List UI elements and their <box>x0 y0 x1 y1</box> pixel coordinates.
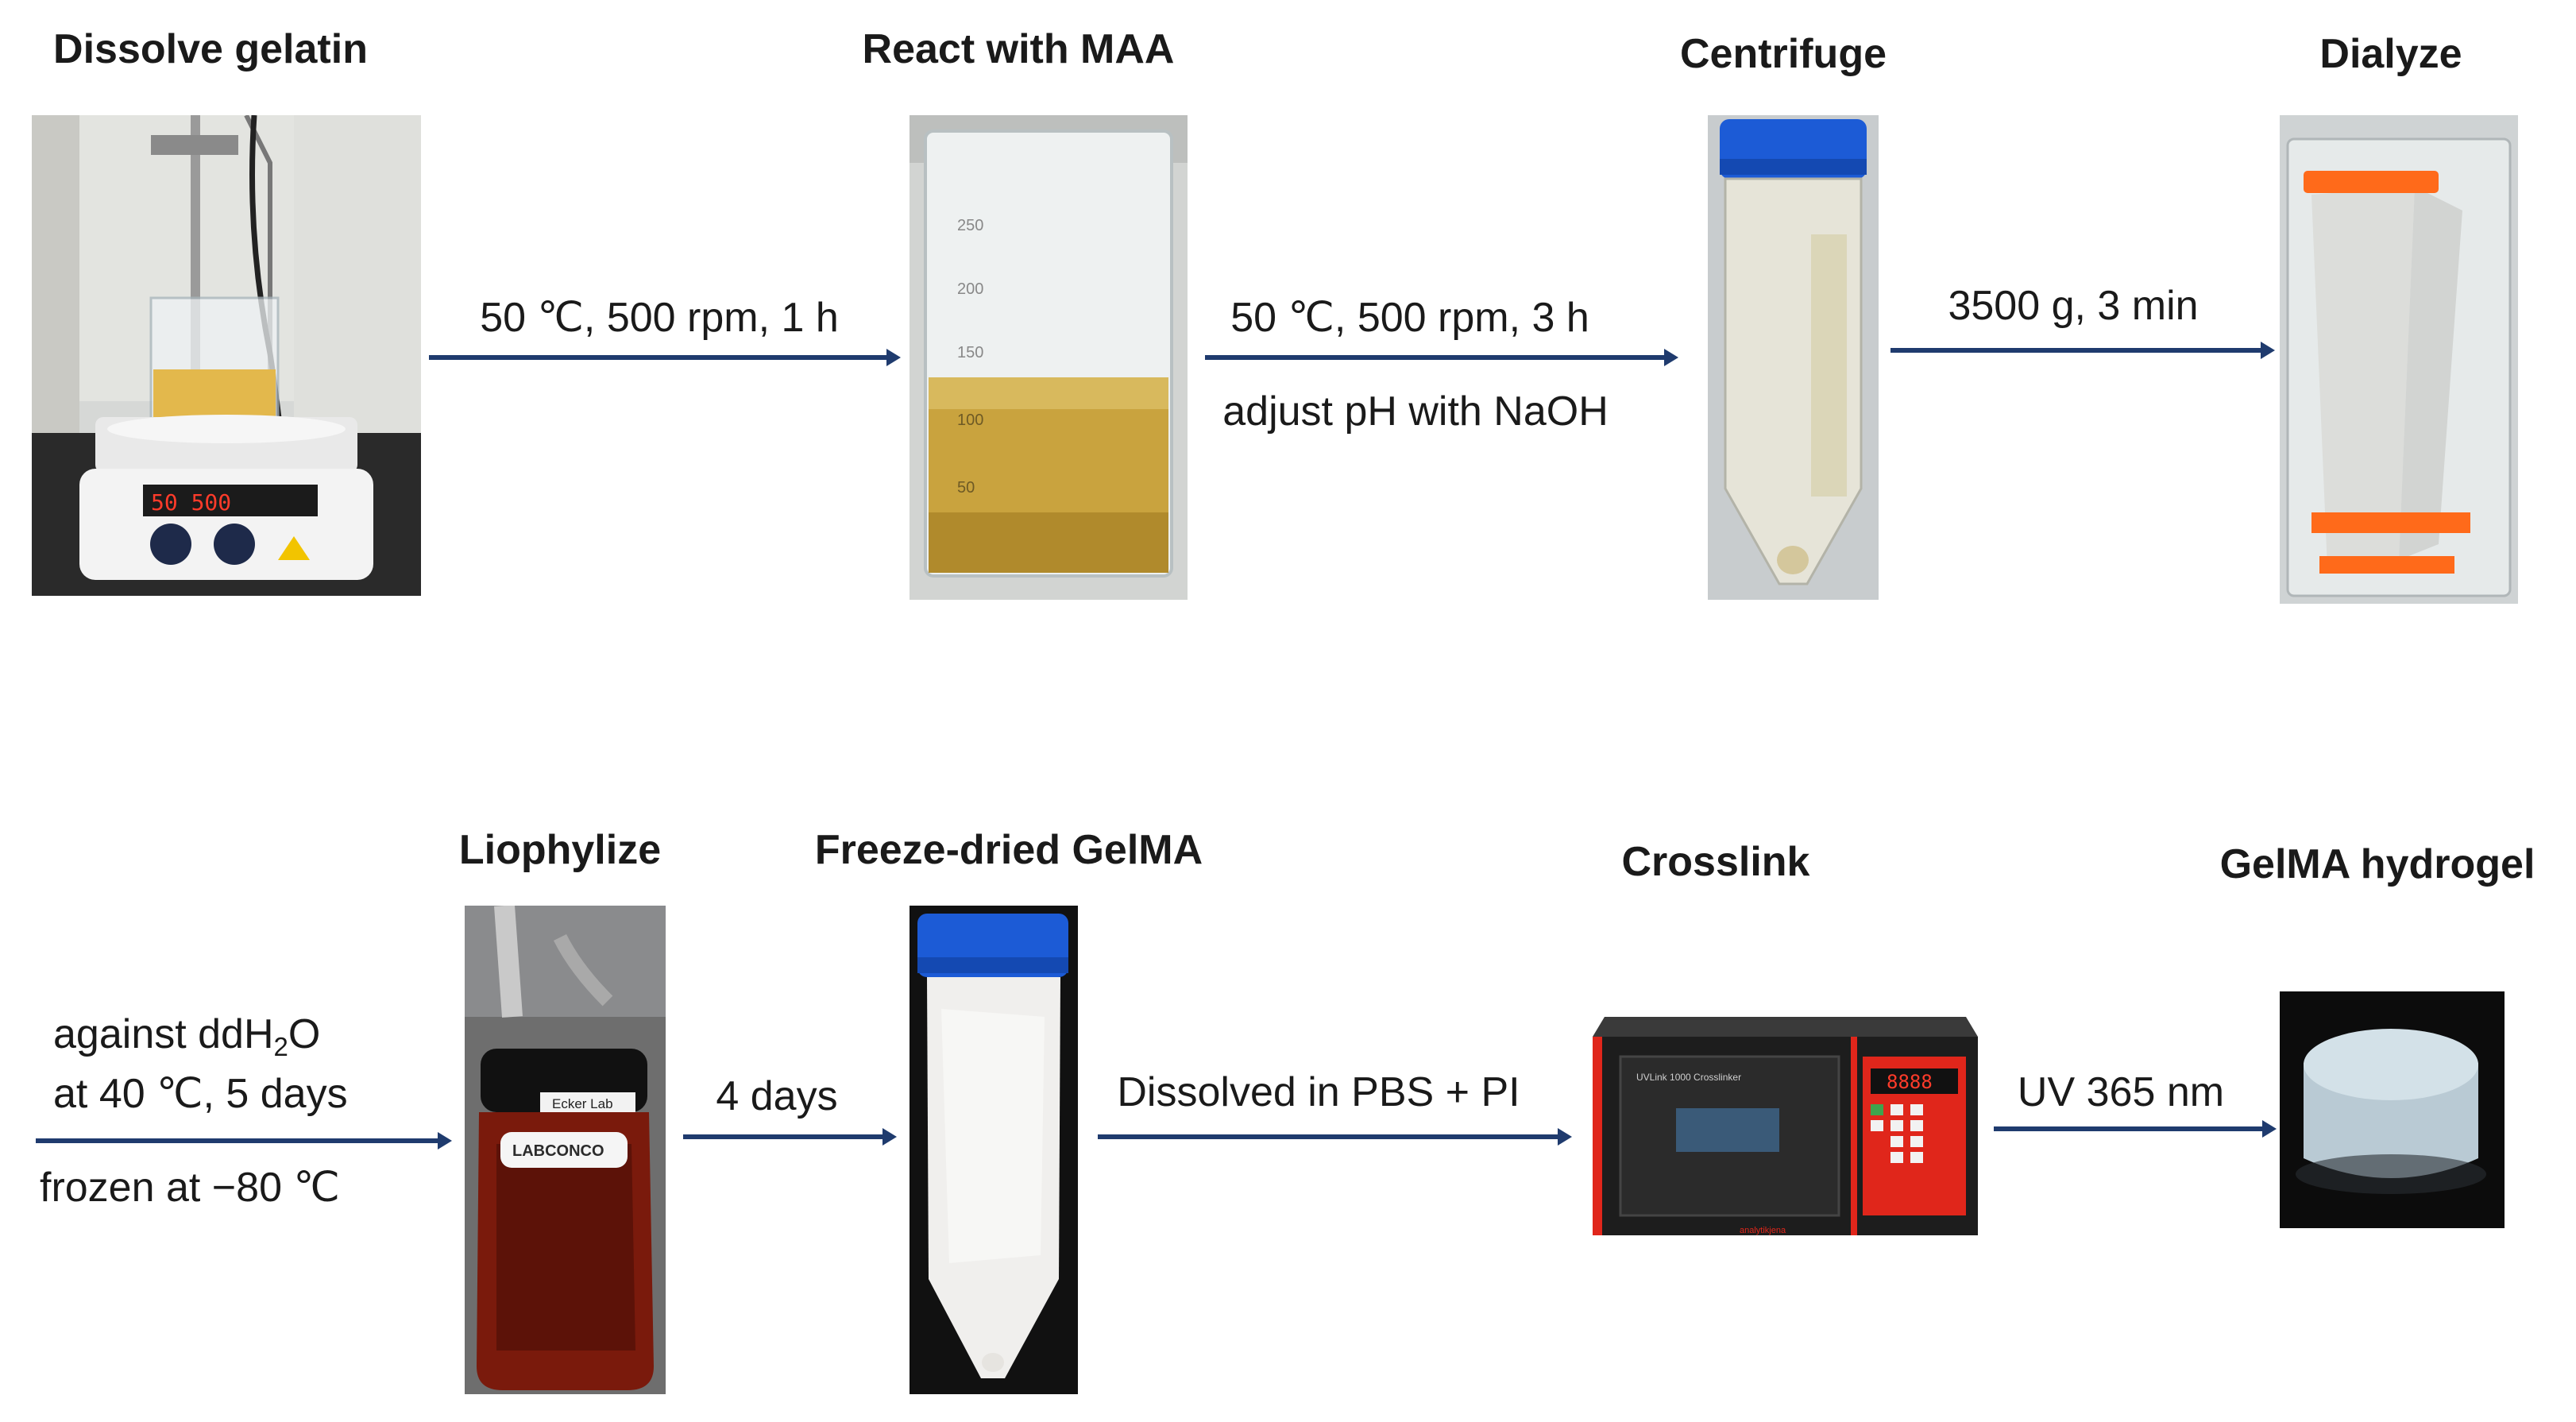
arrow-4-condition: 4 days <box>716 1073 838 1119</box>
arrow-liophylize-to-freeze-dried <box>683 1128 897 1146</box>
svg-text:150: 150 <box>957 344 983 361</box>
arrow-3-condition: 3500 g, 3 min <box>1948 283 2199 329</box>
svg-text:100: 100 <box>957 412 983 429</box>
lead-arrow-line2: at 40 ℃, 5 days <box>53 1071 348 1117</box>
arrow-centrifuge-to-dialyze <box>1890 342 2275 359</box>
step-title-liophylize: Liophylize <box>458 827 662 873</box>
freeze-dried-tube-photo <box>910 906 1078 1394</box>
stirrer-display-text: 50 500 <box>151 489 231 516</box>
arrow-1-condition: 50 ℃, 500 rpm, 1 h <box>480 295 839 341</box>
uv-crosslinker-photo: UVLink 1000 Crosslinker 8888 analytikjen… <box>1589 1001 1982 1243</box>
centrifuge-tube-photo <box>1708 115 1879 600</box>
arrow-6-condition: UV 365 nm <box>2017 1069 2225 1115</box>
lyophilizer-top-label: Ecker Lab <box>552 1096 613 1111</box>
crosslinker-display-text: 8888 <box>1887 1071 1933 1093</box>
stirrer-photo: 50 500 <box>32 115 421 596</box>
svg-text:50: 50 <box>957 479 975 497</box>
arrow-5-condition: Dissolved in PBS + PI <box>1117 1069 1520 1115</box>
reaction-beaker-photo: 250 200 150 100 50 <box>910 115 1188 600</box>
step-title-crosslink: Crosslink <box>1621 839 1810 885</box>
arrow-react-to-centrifuge <box>1205 349 1678 366</box>
arrow-dissolve-to-react <box>429 349 901 366</box>
step-title-react-with-maa: React with MAA <box>862 26 1175 72</box>
arrow-freeze-dried-to-crosslink <box>1098 1128 1572 1146</box>
crosslinker-model-label: UVLink 1000 Crosslinker <box>1636 1072 1741 1083</box>
lead-arrow-note: frozen at −80 ℃ <box>40 1165 340 1211</box>
arrow-2-condition: 50 ℃, 500 rpm, 3 h <box>1230 295 1589 341</box>
lead-arrow-line1: against ddH2O <box>53 1011 321 1061</box>
lyophilizer-photo: Ecker Lab LABCONCO <box>465 906 666 1394</box>
svg-text:250: 250 <box>957 217 983 234</box>
step-title-freeze-dried-gelma: Freeze-dried GelMA <box>814 827 1203 873</box>
crosslinker-brand-label: analytikjena <box>1740 1226 1786 1235</box>
gelma-hydrogel-photo <box>2280 991 2505 1228</box>
arrow-crosslink-to-hydrogel <box>1994 1120 2277 1138</box>
lyophilizer-brand-label: LABCONCO <box>512 1142 604 1160</box>
step-title-dissolve-gelatin: Dissolve gelatin <box>53 26 368 72</box>
dialysis-photo <box>2280 115 2518 604</box>
arrow-dialyze-to-liophylize <box>36 1132 452 1150</box>
step-title-centrifuge: Centrifuge <box>1680 31 1887 77</box>
svg-text:200: 200 <box>957 280 983 298</box>
step-title-gelma-hydrogel: GelMA hydrogel <box>2219 841 2535 887</box>
arrow-2-note: adjust pH with NaOH <box>1222 388 1609 435</box>
step-title-dialyze: Dialyze <box>2319 31 2462 77</box>
